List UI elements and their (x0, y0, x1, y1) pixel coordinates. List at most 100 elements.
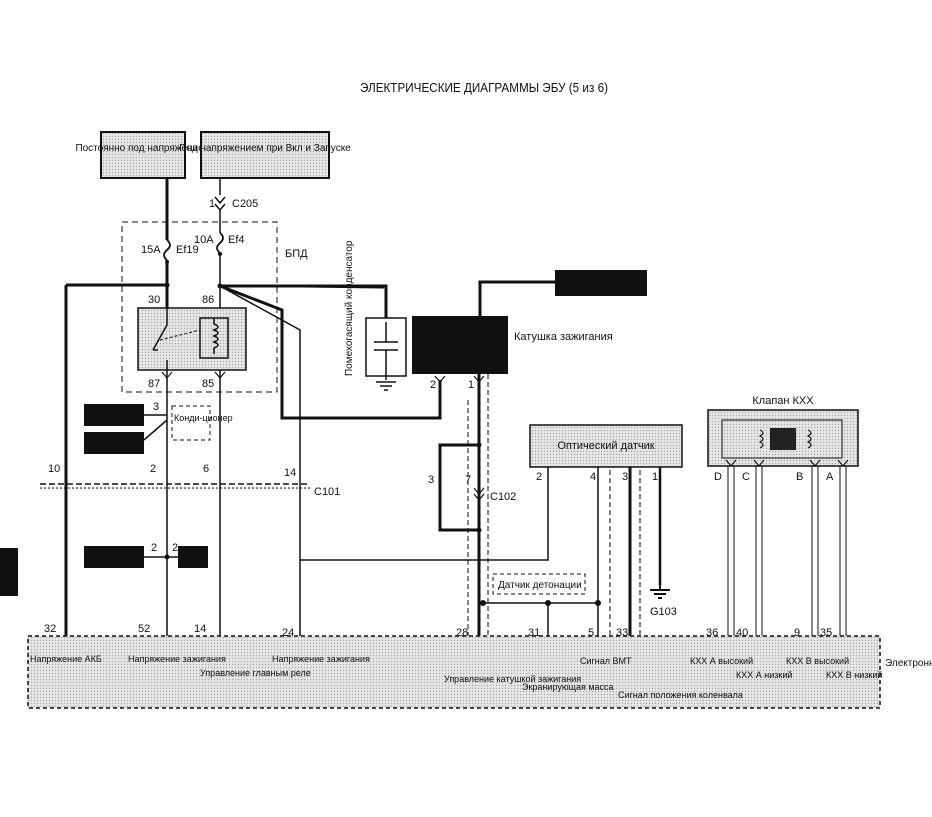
ecu-pin-31-label: Экранирующая масса (522, 682, 614, 692)
optical-sensor (529, 424, 683, 468)
c102-chevron (473, 487, 485, 501)
ecu-pin-14-label: Управление главным реле (200, 668, 311, 678)
ecu-pin-33-label: Сигнал положения коленвала (618, 690, 743, 700)
wire-86-to-capacitor-in (219, 285, 385, 289)
ignition-source-label: Под напряжением при Вкл и Запуске (179, 143, 351, 154)
optical-pin-4: 4 (590, 471, 596, 483)
ecu-pin-36-label: КХХ А высокий (690, 656, 753, 666)
ecu-pin-32-label: Напряжение АКБ (30, 654, 102, 664)
heater-pin-b: 2 (172, 542, 178, 554)
c102-label: C102 (490, 491, 516, 503)
node-knock-a (480, 600, 486, 606)
relay-pin-85: 85 (202, 378, 214, 390)
chevron-85 (214, 371, 226, 379)
ecu-pin-5-label: Сигнал ВМТ (580, 656, 632, 666)
ecu-pin-14-num: 14 (194, 623, 206, 635)
wire-86-to-coil (219, 284, 442, 420)
node-fuse-ef19 (165, 260, 169, 264)
idle-pin-b: B (796, 471, 803, 483)
knock-sensor-box (492, 573, 586, 595)
ignition-coil-label: Катушка зажигания (514, 331, 613, 343)
c102-pin-right: 7 (465, 474, 471, 486)
ecu-pin-31-num: 31 (528, 627, 540, 639)
c101-pin-a: 2 (150, 463, 156, 475)
wire-86-to-relay-coil (219, 285, 246, 301)
ecu-pin-40-num: 40 (736, 627, 748, 639)
wire-86-to-c101 (219, 285, 301, 640)
c101-pin-b: 6 (203, 463, 209, 475)
node-fuse-ef4 (218, 252, 222, 256)
c102-pin-left: 3 (428, 474, 434, 486)
idle-valve-motor-icon (770, 428, 796, 450)
c205-label: C205 (232, 198, 258, 210)
aircon-block-bottom (84, 432, 144, 454)
wire-86-to-coil-in (219, 285, 441, 419)
knock-sensor-label: Датчик детонации (498, 580, 582, 591)
ecu-block (27, 635, 881, 709)
node-c102-top (476, 442, 482, 448)
battery-source-box (100, 131, 186, 179)
relay-switch (152, 308, 168, 370)
wire-coil-top (478, 280, 555, 316)
heater-block-left (84, 546, 144, 568)
capacitor-symbol (374, 322, 398, 380)
fuse-ef4-name: Ef4 (228, 234, 245, 246)
node-battery-bus (164, 282, 170, 288)
coil-pin-left: 2 (430, 379, 436, 391)
c101-pin-left: 10 (48, 463, 60, 475)
node-knock-c (595, 600, 601, 606)
ecu-pin-9-num: 9 (794, 627, 800, 639)
wire-idle-d (727, 466, 735, 640)
ecu-pin-33-num: 33 (616, 627, 628, 639)
node-heater (164, 554, 170, 560)
optical-sensor-label: Оптический датчик (557, 440, 654, 452)
ecu-pin-32-num: 32 (44, 623, 56, 635)
optical-pin-2: 2 (536, 471, 542, 483)
wire-idle-b (811, 466, 819, 640)
c205-pin: 1 (209, 198, 215, 210)
relay-pin-30: 30 (148, 294, 160, 306)
aircon-label-box (171, 405, 211, 441)
ecu-pin-52-num: 52 (138, 623, 150, 635)
ecu-pin-35-num: 35 (820, 627, 832, 639)
ecu-pin-9-label: КХХ В высокий (786, 656, 849, 666)
ignition-source-box (200, 131, 330, 179)
ecu-pin-24-label: Напряжение зажигания (272, 654, 370, 664)
capacitor-label: Помехогасящий конденсатор (344, 240, 355, 376)
node-c102-bottom (476, 527, 482, 533)
ecu-pin-labels: Напряжение АКБ Напряжение зажигания Упра… (30, 654, 882, 700)
ecu-pin-28-label: Управление катушкой зажигания (444, 674, 581, 684)
ecu-label: Электронный блок управления (ЭБУ) (885, 657, 932, 669)
ground-label: G103 (650, 606, 677, 618)
idle-pin-c: C (742, 471, 750, 483)
battery-source-label: Постоянно под напряжением (75, 143, 210, 154)
idle-pin-d: D (714, 471, 722, 483)
wire-aircon (143, 414, 168, 441)
aircon-label: Конди-ционер (174, 413, 233, 423)
c205-chevron (214, 196, 226, 212)
idle-valve-inner (721, 419, 843, 459)
wire-optical-2 (300, 467, 549, 561)
wire-c102-loop-in (439, 444, 479, 531)
capacitor-ground-icon (376, 381, 396, 391)
relay-coil-winding (211, 318, 219, 354)
page-title: ЭЛЕКТРИЧЕСКИЕ ДИАГРАММЫ ЭБУ (5 из 6) (360, 80, 608, 95)
ecu-pins: 32 52 14 24 28 31 5 33 36 40 9 35 (44, 623, 832, 639)
coil-top-component (555, 270, 647, 296)
ecu-pin-40-label: КХХ А низкий (736, 670, 792, 680)
heater-pin-a: 2 (151, 542, 157, 554)
relay-pin-86: 86 (202, 294, 214, 306)
scan-edge-mark (0, 548, 18, 596)
idle-pin-a: A (826, 471, 834, 483)
main-relay (137, 307, 247, 371)
fuse-ef19-rating: 15A (141, 244, 161, 256)
c101-label: C101 (314, 486, 340, 498)
wire-86-to-capacitor (220, 284, 388, 318)
ecu-pin-28-num: 28 (456, 627, 468, 639)
fuse-ef4-rating: 10A (194, 234, 214, 246)
ecu-pin-52-label: Напряжение зажигания (128, 654, 226, 664)
idle-valve-coils (758, 429, 812, 449)
chevron-87 (161, 371, 173, 379)
heater-block-right (178, 546, 208, 568)
